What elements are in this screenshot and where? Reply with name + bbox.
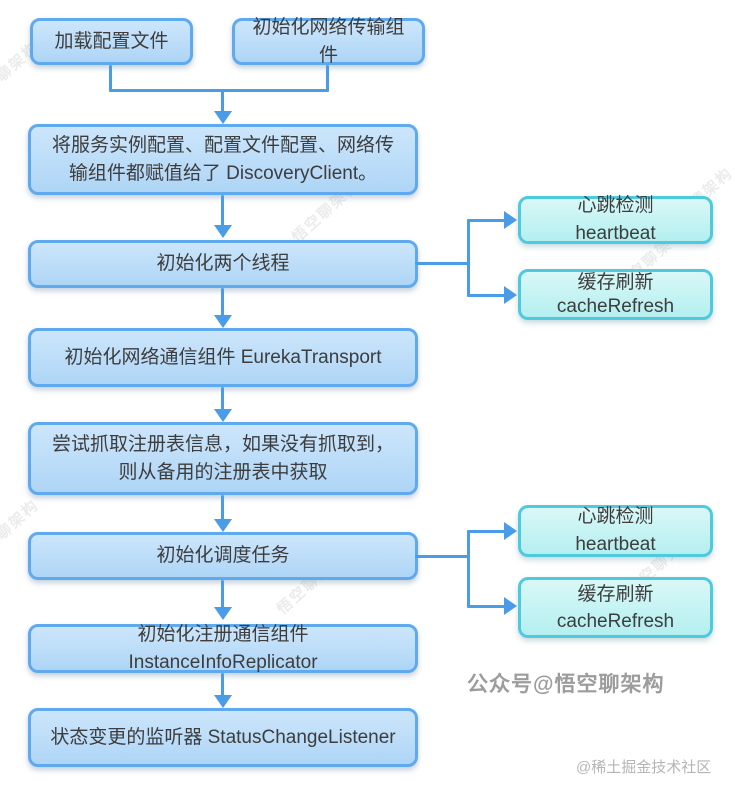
branch1-top-stem bbox=[467, 219, 505, 222]
arrow-down-icon bbox=[214, 111, 232, 124]
branch1-vertical bbox=[467, 219, 470, 297]
branch2-bottom-stem bbox=[467, 605, 505, 608]
node-init-network-transport: 初始化网络传输组件 bbox=[232, 17, 425, 66]
node-init-instance-info-replicator: 初始化注册通信组件 InstanceInfoReplicator bbox=[28, 624, 418, 673]
arrow-down-icon bbox=[214, 315, 232, 328]
node-cache-refresh-bottom: 缓存刷新 cacheRefresh bbox=[518, 577, 713, 638]
branch2-horizontal bbox=[415, 555, 470, 558]
arrow-down-icon bbox=[214, 409, 232, 422]
arrow-down-icon bbox=[214, 607, 232, 620]
brand-watermark: 公众号@悟空聊架构 bbox=[467, 673, 665, 696]
community-watermark: @稀土掘金技术社区 bbox=[576, 759, 712, 776]
connector-down bbox=[221, 387, 224, 410]
node-fetch-registry: 尝试抓取注册表信息，如果没有抓取到，则从备用的注册表中获取 bbox=[28, 422, 418, 495]
connector-right-stub bbox=[326, 65, 329, 92]
node-status-change-listener: 状态变更的监听器 StatusChangeListener bbox=[28, 708, 418, 767]
arrow-right-icon bbox=[504, 597, 517, 615]
node-cache-refresh-top: 缓存刷新 cacheRefresh bbox=[518, 269, 713, 320]
node-heartbeat-top: 心跳检测 heartbeat bbox=[518, 195, 713, 244]
node-init-scheduled-tasks: 初始化调度任务 bbox=[28, 532, 418, 580]
arrow-right-icon bbox=[504, 522, 517, 540]
connector-merge-horizontal bbox=[109, 89, 329, 92]
connector-left-stub bbox=[109, 65, 112, 92]
node-load-config: 加载配置文件 bbox=[30, 18, 193, 65]
arrow-down-icon bbox=[214, 695, 232, 708]
arrow-right-icon bbox=[504, 286, 517, 304]
node-init-two-threads: 初始化两个线程 bbox=[28, 240, 418, 288]
connector-down bbox=[221, 195, 224, 226]
node-init-eureka-transport: 初始化网络通信组件 EurekaTransport bbox=[28, 328, 418, 387]
arrow-right-icon bbox=[504, 211, 517, 229]
connector-merge-down bbox=[221, 91, 224, 112]
connector-down bbox=[221, 673, 224, 696]
connector-down bbox=[221, 495, 224, 520]
arrow-down-icon bbox=[214, 225, 232, 238]
node-assign-discovery-client: 将服务实例配置、配置文件配置、网络传输组件都赋值给了 DiscoveryClie… bbox=[28, 124, 418, 195]
connector-down bbox=[221, 580, 224, 608]
branch2-vertical bbox=[467, 530, 470, 608]
branch2-top-stem bbox=[467, 530, 505, 533]
node-heartbeat-bottom: 心跳检测 heartbeat bbox=[518, 505, 713, 557]
connector-down bbox=[221, 288, 224, 316]
branch1-bottom-stem bbox=[467, 294, 505, 297]
arrow-down-icon bbox=[214, 519, 232, 532]
branch1-horizontal bbox=[415, 262, 470, 265]
